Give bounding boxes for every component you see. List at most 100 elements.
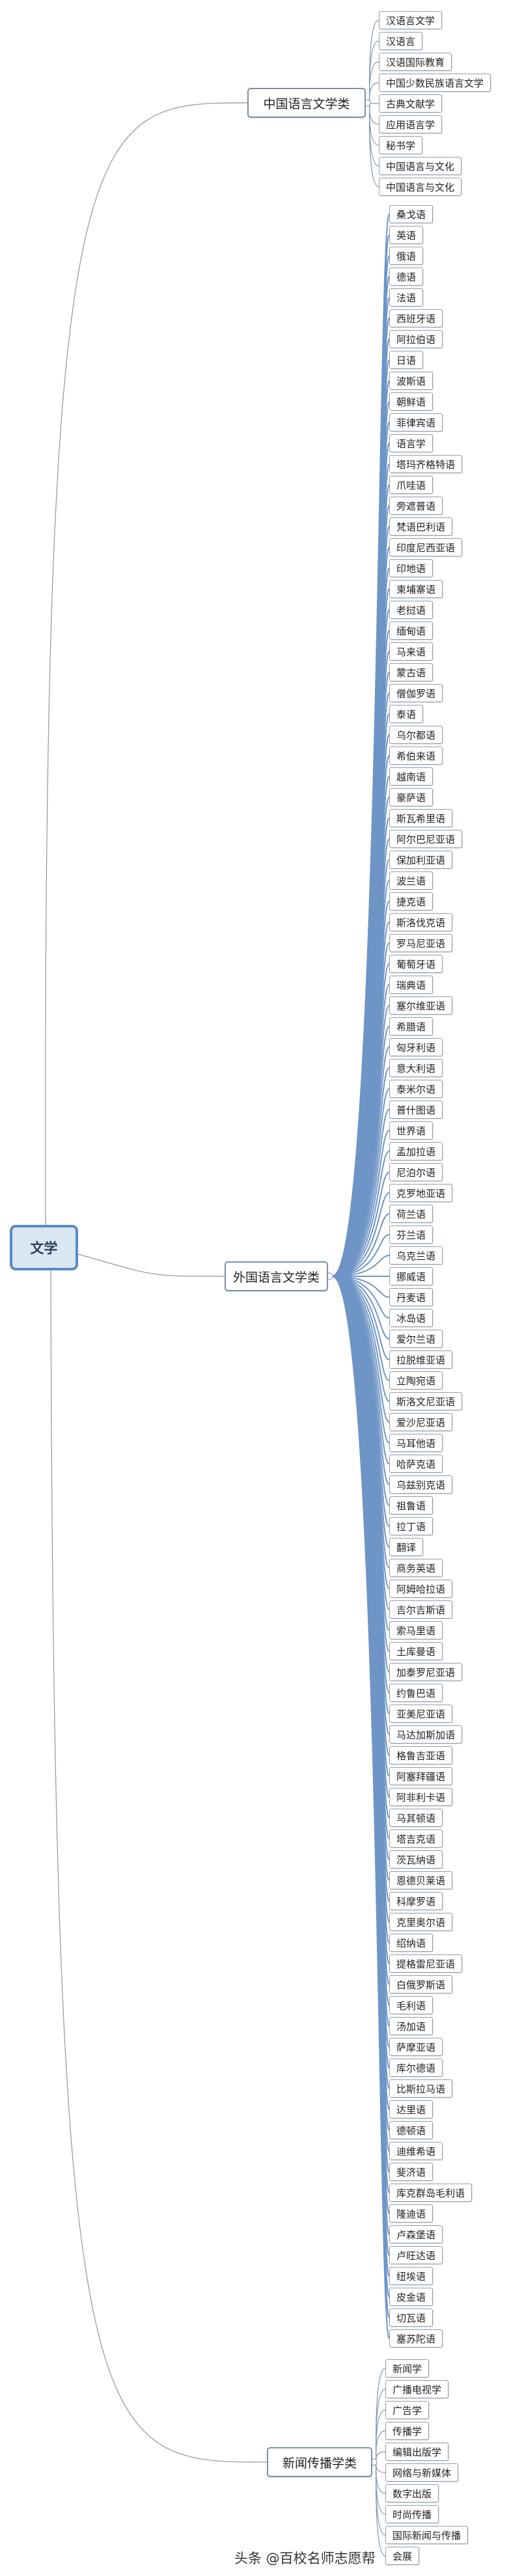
leaf-node[interactable]: 会展 <box>385 2547 420 2565</box>
leaf-node[interactable]: 马耳他语 <box>389 1434 443 1452</box>
leaf-node[interactable]: 土库曼语 <box>389 1642 443 1660</box>
leaf-node[interactable]: 阿拉伯语 <box>389 330 443 348</box>
leaf-node[interactable]: 毛利语 <box>389 1996 433 2014</box>
leaf-node[interactable]: 印地语 <box>389 559 433 577</box>
leaf-node[interactable]: 冰岛语 <box>389 1309 433 1327</box>
leaf-node[interactable]: 科摩罗语 <box>389 1892 443 1910</box>
leaf-node[interactable]: 网络与新媒体 <box>385 2463 459 2482</box>
leaf-node[interactable]: 白俄罗斯语 <box>389 1975 453 1994</box>
leaf-node[interactable]: 迪维希语 <box>389 2142 443 2160</box>
leaf-node[interactable]: 塞尔维亚语 <box>389 996 453 1015</box>
leaf-node[interactable]: 乌克兰语 <box>389 1246 443 1265</box>
leaf-node[interactable]: 朝鲜语 <box>389 392 433 411</box>
leaf-node[interactable]: 西班牙语 <box>389 309 443 327</box>
leaf-node[interactable]: 塔玛齐格特语 <box>389 455 463 473</box>
leaf-node[interactable]: 越南语 <box>389 767 433 786</box>
leaf-node[interactable]: 希腊语 <box>389 1017 433 1035</box>
leaf-node[interactable]: 芬兰语 <box>389 1226 433 1244</box>
leaf-node[interactable]: 日语 <box>389 351 424 369</box>
leaf-node[interactable]: 绍纳语 <box>389 1934 433 1952</box>
leaf-node[interactable]: 卢旺达语 <box>389 2246 443 2264</box>
leaf-node[interactable]: 斯瓦希里语 <box>389 809 453 827</box>
leaf-node[interactable]: 汉语言 <box>379 32 423 50</box>
leaf-node[interactable]: 商务英语 <box>389 1559 443 1577</box>
leaf-node[interactable]: 国际新闻与传播 <box>385 2526 469 2544</box>
leaf-node[interactable]: 罗马尼亚语 <box>389 934 453 952</box>
leaf-node[interactable]: 梵语巴利语 <box>389 517 453 536</box>
leaf-node[interactable]: 俄语 <box>389 247 424 265</box>
leaf-node[interactable]: 法语 <box>389 288 424 307</box>
leaf-node[interactable]: 广播电视学 <box>385 2380 449 2398</box>
leaf-node[interactable]: 乌尔都语 <box>389 726 443 744</box>
leaf-node[interactable]: 捷克语 <box>389 892 433 911</box>
leaf-node[interactable]: 亚美尼亚语 <box>389 1705 453 1723</box>
leaf-node[interactable]: 切瓦语 <box>389 2309 433 2327</box>
leaf-node[interactable]: 拉脱维亚语 <box>389 1350 453 1369</box>
leaf-node[interactable]: 塞苏陀语 <box>389 2329 443 2348</box>
leaf-node[interactable]: 阿尔巴尼亚语 <box>389 830 463 848</box>
leaf-node[interactable]: 普什图语 <box>389 1101 443 1119</box>
leaf-node[interactable]: 意大利语 <box>389 1059 443 1077</box>
leaf-node[interactable]: 加泰罗尼亚语 <box>389 1663 463 1681</box>
leaf-node[interactable]: 泰语 <box>389 705 424 723</box>
branch-node[interactable]: 外国语言文学类 <box>225 1261 328 1291</box>
leaf-node[interactable]: 瑞典语 <box>389 976 433 994</box>
leaf-node[interactable]: 广告学 <box>385 2401 430 2419</box>
leaf-node[interactable]: 豪萨语 <box>389 788 433 806</box>
leaf-node[interactable]: 哈萨克语 <box>389 1455 443 1473</box>
leaf-node[interactable]: 马达加斯加语 <box>389 1725 463 1744</box>
leaf-node[interactable]: 匈牙利语 <box>389 1038 443 1056</box>
leaf-node[interactable]: 桑戈语 <box>389 205 433 223</box>
leaf-node[interactable]: 时尚传播 <box>385 2505 439 2523</box>
leaf-node[interactable]: 汤加语 <box>389 2017 433 2035</box>
leaf-node[interactable]: 克罗地亚语 <box>389 1184 453 1202</box>
leaf-node[interactable]: 达里语 <box>389 2100 433 2118</box>
leaf-node[interactable]: 恩德贝莱语 <box>389 1871 453 1889</box>
leaf-node[interactable]: 柬埔寨语 <box>389 580 443 598</box>
leaf-node[interactable]: 德语 <box>389 267 424 286</box>
leaf-node[interactable]: 语言学 <box>389 434 433 452</box>
leaf-node[interactable]: 阿塞拜疆语 <box>389 1767 453 1785</box>
leaf-node[interactable]: 老挝语 <box>389 601 433 619</box>
leaf-node[interactable]: 挪威语 <box>389 1267 433 1285</box>
leaf-node[interactable]: 印度尼西亚语 <box>389 538 463 556</box>
leaf-node[interactable]: 缅甸语 <box>389 622 433 640</box>
branch-node[interactable]: 新闻传播学类 <box>267 2447 372 2477</box>
leaf-node[interactable]: 编辑出版学 <box>385 2443 449 2461</box>
leaf-node[interactable]: 波斯语 <box>389 372 433 390</box>
leaf-node[interactable]: 阿姆哈拉语 <box>389 1580 453 1598</box>
leaf-node[interactable]: 立陶宛语 <box>389 1371 443 1390</box>
leaf-node[interactable]: 纽埃语 <box>389 2267 433 2285</box>
leaf-node[interactable]: 阿非利卡语 <box>389 1788 453 1806</box>
leaf-node[interactable]: 吉尔吉斯语 <box>389 1600 453 1619</box>
leaf-node[interactable]: 数字出版 <box>385 2484 439 2502</box>
root-node[interactable]: 文学 <box>10 1225 78 1270</box>
leaf-node[interactable]: 中国语言与文化 <box>379 157 462 175</box>
leaf-node[interactable]: 英语 <box>389 226 424 244</box>
leaf-node[interactable]: 古典文献学 <box>379 94 443 113</box>
leaf-node[interactable]: 爱尔兰语 <box>389 1330 443 1348</box>
leaf-node[interactable]: 马其顿语 <box>389 1809 443 1827</box>
leaf-node[interactable]: 爱沙尼亚语 <box>389 1413 453 1431</box>
leaf-node[interactable]: 德顿语 <box>389 2121 433 2139</box>
leaf-node[interactable]: 祖鲁语 <box>389 1496 433 1514</box>
leaf-node[interactable]: 库克群岛毛利语 <box>389 2184 473 2202</box>
leaf-node[interactable]: 卢森堡语 <box>389 2225 443 2243</box>
leaf-node[interactable]: 翻译 <box>389 1538 424 1556</box>
leaf-node[interactable]: 库尔德语 <box>389 2059 443 2077</box>
leaf-node[interactable]: 蒙古语 <box>389 663 433 681</box>
leaf-node[interactable]: 世界语 <box>389 1121 433 1140</box>
leaf-node[interactable]: 汉语言文学 <box>379 11 443 29</box>
leaf-node[interactable]: 丹麦语 <box>389 1288 433 1306</box>
leaf-node[interactable]: 泰米尔语 <box>389 1080 443 1098</box>
leaf-node[interactable]: 格鲁吉亚语 <box>389 1746 453 1764</box>
leaf-node[interactable]: 保加利亚语 <box>389 851 453 869</box>
leaf-node[interactable]: 约鲁巴语 <box>389 1684 443 1702</box>
leaf-node[interactable]: 皮金语 <box>389 2288 433 2306</box>
leaf-node[interactable]: 汉语国际教育 <box>379 53 452 71</box>
leaf-node[interactable]: 僧伽罗语 <box>389 684 443 702</box>
leaf-node[interactable]: 秘书学 <box>379 136 423 154</box>
leaf-node[interactable]: 传播学 <box>385 2422 430 2440</box>
leaf-node[interactable]: 斯洛伐克语 <box>389 913 453 931</box>
leaf-node[interactable]: 斯洛文尼亚语 <box>389 1392 463 1410</box>
